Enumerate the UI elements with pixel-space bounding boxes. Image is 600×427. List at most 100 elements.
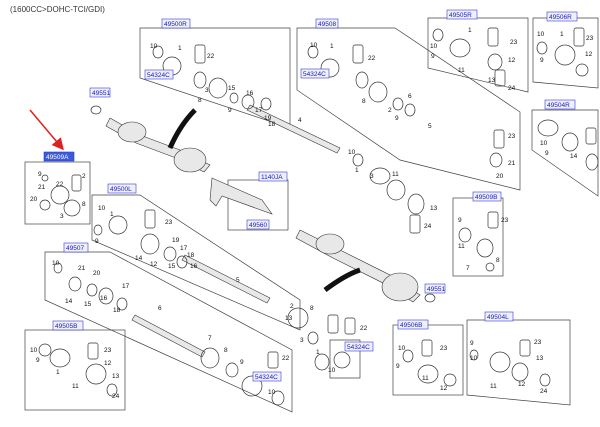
svg-text:8: 8 bbox=[198, 97, 202, 104]
svg-text:11: 11 bbox=[490, 383, 497, 390]
svg-text:54324C: 54324C bbox=[303, 71, 326, 78]
ref-49507[interactable]: 49507 bbox=[63, 242, 89, 253]
svg-text:6: 6 bbox=[158, 305, 162, 312]
svg-text:17: 17 bbox=[180, 245, 188, 252]
shaft-49508 bbox=[246, 104, 341, 154]
svg-text:10: 10 bbox=[310, 42, 318, 49]
svg-text:19: 19 bbox=[264, 115, 272, 122]
ref-54324C-2[interactable]: 54324C bbox=[300, 68, 330, 79]
svg-text:49509B: 49509B bbox=[475, 194, 497, 201]
ref-49505B[interactable]: 49505B bbox=[52, 320, 84, 331]
ref-49506B[interactable]: 49506B bbox=[397, 319, 429, 330]
svg-text:23: 23 bbox=[104, 347, 112, 354]
svg-text:8: 8 bbox=[82, 201, 86, 208]
svg-text:10: 10 bbox=[537, 31, 545, 38]
svg-text:3: 3 bbox=[300, 337, 304, 344]
engine-spec-label: (1600CC>DOHC-TCI/GDI) bbox=[10, 5, 105, 14]
svg-text:16: 16 bbox=[100, 295, 108, 302]
svg-text:10: 10 bbox=[348, 149, 356, 156]
panel-49504L bbox=[466, 319, 571, 406]
svg-text:9: 9 bbox=[470, 340, 474, 347]
svg-text:9: 9 bbox=[36, 357, 40, 364]
svg-text:8: 8 bbox=[496, 257, 500, 264]
svg-text:49508: 49508 bbox=[318, 21, 336, 28]
svg-text:1: 1 bbox=[355, 167, 359, 174]
svg-text:9: 9 bbox=[396, 363, 400, 370]
svg-text:22: 22 bbox=[368, 55, 376, 62]
svg-text:10: 10 bbox=[470, 355, 478, 362]
svg-text:49509A: 49509A bbox=[46, 154, 69, 161]
panel-49505B bbox=[24, 329, 126, 411]
svg-text:5: 5 bbox=[428, 123, 432, 130]
svg-text:2: 2 bbox=[82, 173, 86, 180]
svg-text:1: 1 bbox=[56, 369, 60, 376]
panel-1140JA bbox=[227, 179, 289, 231]
svg-text:20: 20 bbox=[30, 196, 38, 203]
svg-text:49505R: 49505R bbox=[449, 12, 472, 19]
svg-text:9: 9 bbox=[395, 115, 399, 122]
ref-49500L[interactable]: 49500L bbox=[107, 183, 137, 194]
ref-49504R[interactable]: 49504R bbox=[544, 99, 576, 110]
svg-text:49507: 49507 bbox=[66, 245, 84, 252]
svg-text:10: 10 bbox=[52, 260, 60, 267]
svg-text:24: 24 bbox=[424, 223, 432, 230]
svg-text:3: 3 bbox=[60, 213, 64, 220]
svg-text:22: 22 bbox=[207, 53, 215, 60]
svg-text:2: 2 bbox=[388, 107, 392, 114]
svg-text:18: 18 bbox=[187, 252, 195, 259]
svg-text:13: 13 bbox=[112, 373, 120, 380]
svg-text:10: 10 bbox=[268, 389, 276, 396]
svg-text:10: 10 bbox=[98, 205, 106, 212]
panel-49506B bbox=[392, 324, 464, 396]
svg-text:9: 9 bbox=[95, 238, 99, 245]
svg-text:9: 9 bbox=[545, 150, 549, 157]
break-line bbox=[167, 108, 197, 149]
svg-text:23: 23 bbox=[165, 219, 173, 226]
svg-text:13: 13 bbox=[488, 77, 496, 84]
panel-49504R bbox=[531, 109, 599, 197]
ref-49509A[interactable]: 49509A bbox=[43, 151, 75, 162]
svg-text:13: 13 bbox=[430, 205, 438, 212]
svg-text:9: 9 bbox=[540, 57, 544, 64]
ref-1140JA[interactable]: 1140JA bbox=[258, 171, 288, 182]
ref-49551-lower[interactable]: 49551 bbox=[424, 283, 445, 294]
ref-54324C-3[interactable]: 54324C bbox=[344, 341, 374, 352]
ref-49505R[interactable]: 49505R bbox=[446, 9, 478, 20]
svg-text:23: 23 bbox=[510, 39, 518, 46]
ref-49509B[interactable]: 49509B bbox=[472, 191, 502, 202]
svg-text:20: 20 bbox=[93, 270, 101, 277]
svg-text:49500L: 49500L bbox=[110, 186, 132, 193]
svg-text:14: 14 bbox=[570, 153, 578, 160]
ref-49500R[interactable]: 49500R bbox=[161, 18, 191, 29]
panel-49509B bbox=[452, 197, 504, 277]
break-line bbox=[323, 267, 361, 293]
ref-49551[interactable]: 49551 bbox=[89, 87, 110, 98]
ref-49506R[interactable]: 49506R bbox=[546, 11, 578, 22]
svg-text:13: 13 bbox=[285, 315, 293, 322]
svg-text:15: 15 bbox=[168, 263, 176, 270]
ref-54324C-1[interactable]: 54324C bbox=[144, 69, 174, 80]
svg-text:49560: 49560 bbox=[249, 222, 267, 229]
ref-54324C-4[interactable]: 54324C bbox=[252, 371, 282, 382]
callouts: 10 1 22 3 15 9 16 17 18 19 8 10 1 22 8 2… bbox=[30, 27, 594, 400]
svg-text:12: 12 bbox=[104, 360, 112, 367]
ref-49560[interactable]: 49560 bbox=[246, 219, 270, 230]
ref-49504L[interactable]: 49504L bbox=[484, 311, 514, 322]
svg-text:49504L: 49504L bbox=[487, 314, 509, 321]
svg-text:7: 7 bbox=[466, 265, 470, 272]
svg-text:12: 12 bbox=[150, 261, 158, 268]
svg-text:2: 2 bbox=[290, 303, 294, 310]
svg-text:22: 22 bbox=[360, 325, 368, 332]
svg-text:9: 9 bbox=[228, 107, 232, 114]
svg-text:24: 24 bbox=[540, 388, 548, 395]
svg-text:18: 18 bbox=[268, 121, 276, 128]
svg-text:9: 9 bbox=[458, 217, 462, 224]
svg-text:22: 22 bbox=[282, 355, 290, 362]
svg-text:17: 17 bbox=[255, 107, 263, 114]
svg-text:11: 11 bbox=[392, 171, 399, 178]
svg-text:17: 17 bbox=[122, 283, 130, 290]
panel-54324C bbox=[329, 339, 361, 379]
svg-text:11: 11 bbox=[422, 375, 429, 382]
ref-49508[interactable]: 49508 bbox=[315, 18, 339, 29]
svg-text:23: 23 bbox=[534, 339, 542, 346]
